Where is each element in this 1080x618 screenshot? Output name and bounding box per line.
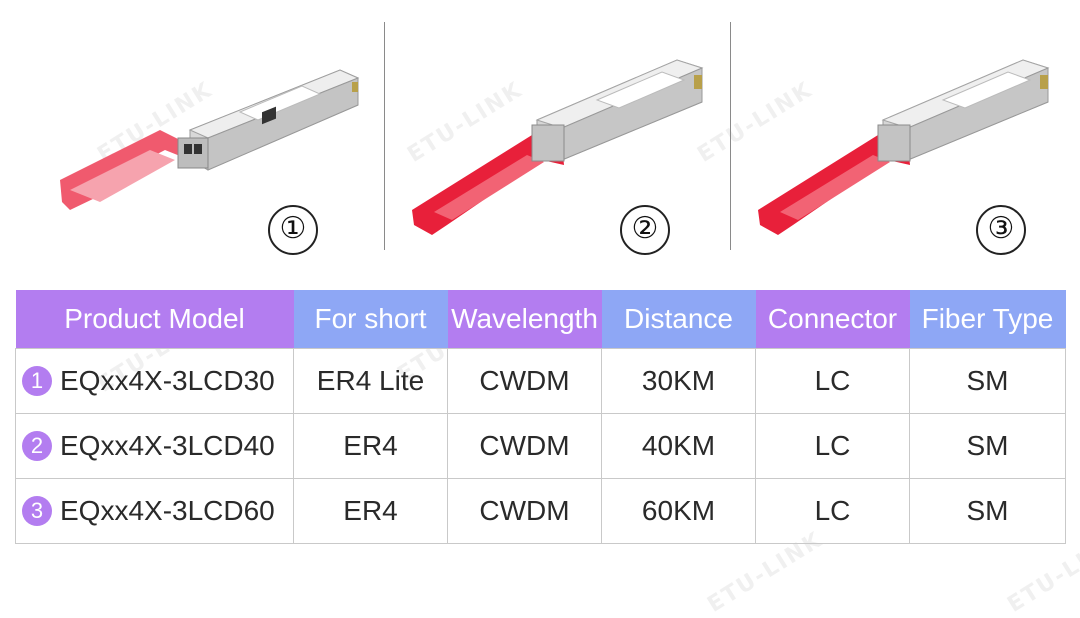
product-number-2: ② <box>620 205 670 255</box>
header-product-model: Product Model <box>15 290 294 349</box>
divider <box>730 22 731 250</box>
divider <box>384 22 385 250</box>
cell-distance: 40KM <box>601 413 756 479</box>
header-connector: Connector <box>755 290 910 349</box>
cell-wavelength: CWDM <box>447 413 602 479</box>
header-fiber-type: Fiber Type <box>909 290 1066 349</box>
header-distance: Distance <box>601 290 756 349</box>
cell-fiber: SM <box>909 348 1066 414</box>
product-images: ① ② ③ <box>0 0 1080 270</box>
row-number-badge: 1 <box>22 365 52 396</box>
product-number-3: ③ <box>976 205 1026 255</box>
product-image-3: ③ <box>738 20 1073 255</box>
table-row: 1 EQxx4X-3LCD30 ER4 Lite CWDM 30KM LC SM <box>15 348 1066 414</box>
transceiver-image <box>60 69 360 210</box>
row-number-badge: 3 <box>22 495 52 526</box>
transceiver-image <box>412 59 704 235</box>
cell-wavelength: CWDM <box>447 478 602 544</box>
model-text: EQxx4X-3LCD60 <box>60 495 275 526</box>
table-row: 3 EQxx4X-3LCD60 ER4 CWDM 60KM LC SM <box>15 478 1066 544</box>
model-text: EQxx4X-3LCD30 <box>60 365 275 396</box>
cell-fiber: SM <box>909 478 1066 544</box>
cell-short: ER4 <box>293 413 448 479</box>
product-image-2: ② <box>392 20 727 255</box>
transceiver-image <box>758 59 1050 235</box>
header-for-short: For short <box>293 290 448 349</box>
cell-distance: 30KM <box>601 348 756 414</box>
cell-connector: LC <box>755 413 910 479</box>
product-image-1: ① <box>40 20 380 255</box>
cell-connector: LC <box>755 348 910 414</box>
cell-model: 3 EQxx4X-3LCD60 <box>15 478 294 544</box>
row-number-badge: 2 <box>22 430 52 461</box>
cell-model: 2 EQxx4X-3LCD40 <box>15 413 294 479</box>
cell-distance: 60KM <box>601 478 756 544</box>
spec-table: Product Model For short Wavelength Dista… <box>15 290 1066 544</box>
cell-model: 1 EQxx4X-3LCD30 <box>15 348 294 414</box>
cell-connector: LC <box>755 478 910 544</box>
cell-short: ER4 Lite <box>293 348 448 414</box>
header-wavelength: Wavelength <box>447 290 602 349</box>
cell-wavelength: CWDM <box>447 348 602 414</box>
table-header-row: Product Model For short Wavelength Dista… <box>15 290 1066 349</box>
cell-fiber: SM <box>909 413 1066 479</box>
model-text: EQxx4X-3LCD40 <box>60 430 275 461</box>
product-number-1: ① <box>268 205 318 255</box>
table-row: 2 EQxx4X-3LCD40 ER4 CWDM 40KM LC SM <box>15 413 1066 479</box>
cell-short: ER4 <box>293 478 448 544</box>
